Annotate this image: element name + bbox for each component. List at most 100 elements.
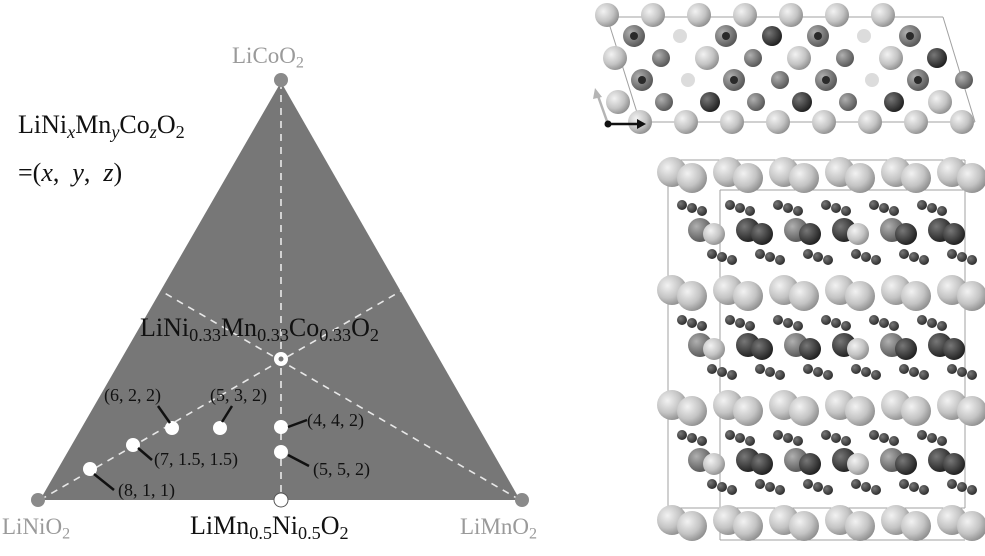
atom-oxygen (803, 364, 813, 374)
atom-oxygen (861, 482, 871, 492)
formula-part: LiNi (18, 110, 68, 139)
atom-mid (771, 71, 789, 89)
top-view (595, 3, 976, 134)
atom-large (677, 396, 707, 426)
atom-mid (744, 49, 762, 67)
vertex-dot-licoo2 (274, 73, 288, 87)
atom-oxygen (687, 203, 697, 213)
atom-large (845, 163, 875, 193)
atom-large (950, 110, 974, 134)
atom-large (677, 281, 707, 311)
atom-mid (655, 93, 673, 111)
atom-large (825, 3, 849, 27)
atom-tm (703, 338, 725, 360)
atom-oxygen (813, 367, 823, 377)
atom-oxygen (937, 206, 947, 216)
atom-oxygen (727, 255, 737, 265)
point-label-442: (4, 4, 2) (307, 410, 364, 430)
atom-dark (792, 92, 812, 112)
atom-large (928, 90, 952, 114)
atom-oxygen (927, 203, 937, 213)
formula-sub-x: x (67, 122, 76, 143)
tuple-var: y (72, 158, 84, 187)
atom-oxygen (919, 485, 929, 495)
atom-small (673, 29, 687, 43)
atom-oxygen (937, 321, 947, 331)
atom-mid (839, 93, 857, 111)
atom-oxygen (871, 370, 881, 380)
atom-large (789, 163, 819, 193)
atom-large (901, 511, 931, 541)
side-view (657, 157, 985, 541)
vertex-label-text: LiCoO (232, 43, 296, 68)
formula-part: O (351, 313, 370, 342)
midpoint-composition-label: LiMn0.5Ni0.5O2 (190, 511, 349, 543)
atom-oxygen (889, 436, 899, 446)
atom-small (681, 73, 695, 87)
atom-oxygen (841, 436, 851, 446)
point-label-622: (6, 2, 2) (104, 385, 161, 405)
atom-large (845, 511, 875, 541)
atom-tm (943, 338, 965, 360)
atom-oxygen (869, 430, 879, 440)
atom-large (957, 163, 985, 193)
atom-oxygen (869, 315, 879, 325)
subscript: 2 (62, 525, 71, 543)
atom-dark (884, 92, 904, 112)
atom-oxygen (917, 200, 927, 210)
center-composition-label: LiNi0.33Mn0.33Co0.33O2 (140, 313, 379, 345)
vertex-label-licoo2: LiCoO2 (232, 43, 304, 71)
atom-oxygen (909, 252, 919, 262)
atom-oxygen (745, 206, 755, 216)
atom-core (730, 76, 738, 84)
atom-oxygen (765, 252, 775, 262)
atom-large (603, 46, 627, 70)
atom-tm (799, 223, 821, 245)
atom-oxygen (851, 364, 861, 374)
atom-oxygen (821, 315, 831, 325)
atom-oxygen (823, 255, 833, 265)
tuple-part: =( (18, 158, 42, 187)
atom-oxygen (879, 203, 889, 213)
atom-large (674, 110, 698, 134)
atom-dark (927, 48, 947, 68)
atom-large (904, 110, 928, 134)
atom-tm (895, 338, 917, 360)
subscript: 0.5 (249, 523, 272, 544)
atom-core (638, 76, 646, 84)
formula-part: Co (119, 110, 150, 139)
atom-tm (703, 223, 725, 245)
atom-oxygen (697, 321, 707, 331)
atom-oxygen (861, 367, 871, 377)
leader-line (93, 473, 115, 491)
atom-oxygen (957, 367, 967, 377)
atom-oxygen (909, 482, 919, 492)
atom-large (789, 281, 819, 311)
atom-oxygen (947, 479, 957, 489)
atom-oxygen (745, 436, 755, 446)
point-622 (165, 421, 179, 435)
formula-part: Ni (271, 511, 298, 540)
atom-large (595, 3, 619, 27)
atom-oxygen (947, 249, 957, 259)
atom-oxygen (841, 321, 851, 331)
atom-tm (751, 338, 773, 360)
vertex-label-linio2: LiNiO2 (2, 515, 70, 542)
atom-large (957, 511, 985, 541)
atom-large (787, 46, 811, 70)
point-label-552: (5, 5, 2) (313, 459, 370, 479)
atom-mid (955, 71, 973, 89)
atom-core (630, 32, 638, 40)
atom-mid (836, 49, 854, 67)
crystal-structure (593, 3, 985, 541)
atom-small (865, 73, 879, 87)
atom-oxygen (755, 249, 765, 259)
atom-oxygen (775, 255, 785, 265)
ternary-triangle (40, 82, 520, 500)
guide-line (39, 290, 402, 501)
formula-sub-y: y (111, 122, 120, 143)
atom-tm (799, 338, 821, 360)
atom-oxygen (707, 479, 717, 489)
point-7-15-15 (126, 438, 140, 452)
formula-part: O (156, 110, 176, 139)
